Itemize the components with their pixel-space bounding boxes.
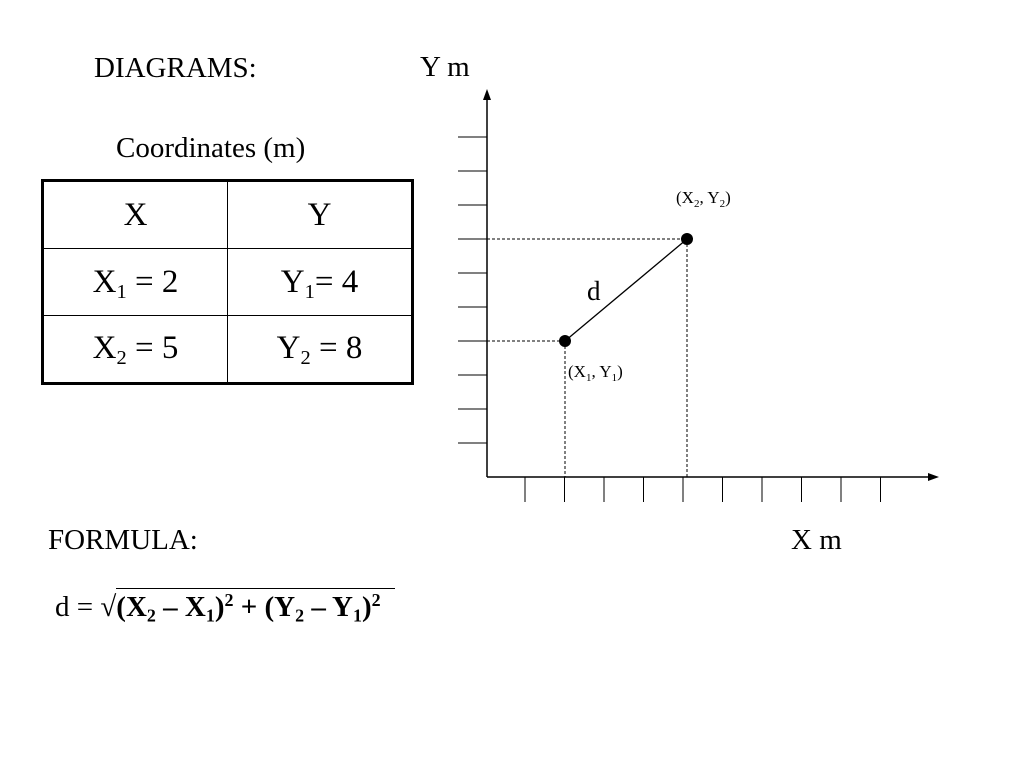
point1-label: (X1, Y1) bbox=[568, 362, 623, 384]
y-axis-label: Y m bbox=[420, 51, 470, 83]
y-axis-ticks bbox=[458, 136, 487, 444]
formula-heading: FORMULA: bbox=[48, 524, 198, 556]
formula-radicand: (X2 – X1)2 + (Y2 – Y1)2 bbox=[116, 588, 395, 624]
x-axis-arrowhead bbox=[928, 473, 939, 481]
table-caption: Coordinates (m) bbox=[116, 132, 306, 164]
table-header-row: X Y bbox=[42, 179, 413, 250]
x2-cell: X2 = 5 bbox=[42, 314, 228, 385]
y-axis-arrowhead bbox=[483, 89, 491, 100]
column-header-x: X bbox=[42, 179, 228, 250]
radical-sign: √ bbox=[100, 591, 117, 623]
table-row: X2 = 5 Y2 = 8 bbox=[42, 314, 413, 385]
point2-marker bbox=[681, 233, 693, 245]
coordinates-table: X Y X1 = 2 Y1= 4 X2 = 5 Y2 = 8 bbox=[41, 179, 414, 385]
table-row: X1 = 2 Y1= 4 bbox=[42, 248, 413, 316]
distance-segment bbox=[564, 238, 688, 342]
formula-prefix: d = bbox=[55, 591, 101, 623]
column-header-y: Y bbox=[227, 179, 413, 250]
diagrams-heading: DIAGRAMS: bbox=[94, 52, 257, 84]
y2-cell: Y2 = 8 bbox=[227, 314, 413, 385]
y1-cell: Y1= 4 bbox=[227, 248, 413, 316]
point1-marker bbox=[559, 335, 571, 347]
x-axis-label: X m bbox=[791, 524, 842, 556]
x-axis-ticks bbox=[524, 477, 881, 502]
point2-label: (X2, Y2) bbox=[676, 188, 731, 210]
distance-formula: d = √(X2 – X1)2 + (Y2 – Y1)2 bbox=[55, 577, 395, 637]
distance-label: d bbox=[587, 276, 601, 306]
